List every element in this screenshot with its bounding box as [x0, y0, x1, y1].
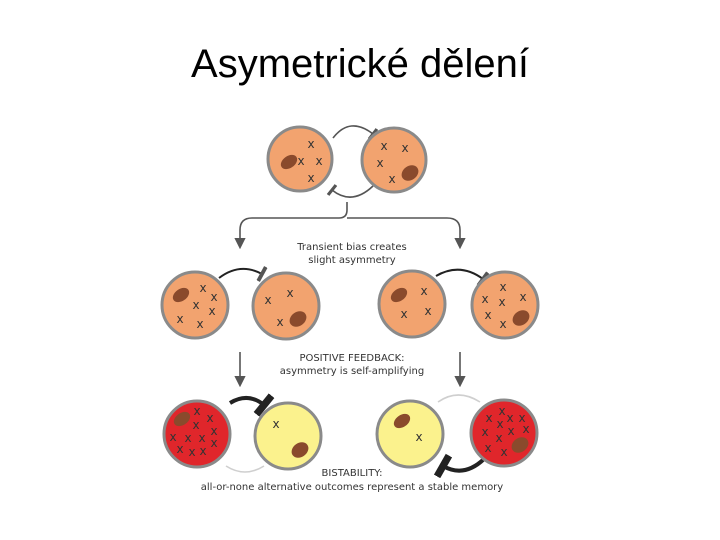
nucleus — [390, 287, 408, 303]
marker-x: x — [307, 171, 314, 185]
caption-self-amplifying: asymmetry is self-amplifying — [280, 366, 424, 377]
marker-x: x — [264, 293, 271, 307]
marker-x: x — [498, 404, 505, 418]
marker-x: x — [210, 424, 217, 438]
nucleus — [291, 442, 309, 458]
marker-x: x — [519, 290, 526, 304]
inhibition-arc-top — [332, 125, 379, 140]
cell-body — [375, 399, 445, 469]
marker-x: x — [481, 425, 488, 439]
marker-x: x — [169, 430, 176, 444]
marker-x: x — [481, 292, 488, 306]
marker-x: x — [500, 445, 507, 459]
strong-inhibition-arc-left — [228, 393, 275, 417]
marker-x: x — [499, 280, 506, 294]
inhibition-arc-bottom — [326, 184, 374, 198]
marker-x: x — [518, 411, 525, 425]
marker-x: x — [297, 154, 304, 168]
marker-x: x — [380, 139, 387, 153]
faded-arc-left — [225, 465, 265, 473]
nucleus — [512, 310, 530, 326]
marker-x: x — [484, 441, 491, 455]
marker-x: x — [376, 156, 383, 170]
marker-x: x — [192, 298, 199, 312]
cell-row3-2-yellow: x — [253, 401, 323, 471]
caption-positive-feedback: POSITIVE FEEDBACK: — [299, 353, 404, 364]
marker-x: x — [286, 286, 293, 300]
cell-body — [160, 270, 230, 340]
nucleus — [401, 165, 419, 181]
marker-x: x — [206, 411, 213, 425]
strong-inhibition-arc-right — [433, 453, 486, 479]
slide-title: Asymetrické dělení — [191, 42, 529, 86]
marker-x: x — [420, 284, 427, 298]
marker-x: x — [485, 411, 492, 425]
nucleus — [172, 287, 190, 303]
marker-x: x — [507, 424, 514, 438]
inhibition-arc-row2-left — [218, 266, 268, 282]
marker-x: x — [401, 141, 408, 155]
marker-x: x — [499, 317, 506, 331]
marker-x: x — [208, 304, 215, 318]
marker-x: x — [388, 172, 395, 186]
marker-x: x — [272, 417, 279, 431]
cell-row3-3-yellow: x — [375, 399, 445, 469]
marker-x: x — [307, 137, 314, 151]
cell-row2-3: x x x — [377, 269, 447, 339]
marker-x: x — [210, 290, 217, 304]
marker-x: x — [184, 431, 191, 445]
marker-x: x — [498, 295, 505, 309]
caption-bistability: BISTABILITY: — [322, 468, 383, 479]
nucleus — [280, 154, 298, 170]
marker-x: x — [199, 444, 206, 458]
cell-row1-left: x x x x — [266, 125, 334, 193]
nucleus — [289, 311, 307, 327]
cell-row2-1: x x x x x x — [160, 270, 230, 340]
marker-x: x — [193, 404, 200, 418]
caption-stable-memory: all-or-none alternative outcomes represe… — [201, 482, 504, 493]
marker-x: x — [199, 281, 206, 295]
cell-row3-4-red: x x x x x x x x x x x — [469, 398, 539, 468]
marker-x: x — [188, 445, 195, 459]
caption-transient-bias: Transient bias creates — [296, 242, 406, 253]
cell-body — [253, 401, 323, 471]
marker-x: x — [496, 417, 503, 431]
cell-row2-4: x x x x x x — [470, 270, 540, 340]
caption-slight-asymmetry: slight asymmetry — [308, 255, 395, 266]
cell-body — [251, 271, 321, 341]
marker-x: x — [176, 312, 183, 326]
marker-x: x — [484, 308, 491, 322]
marker-x: x — [506, 411, 513, 425]
cell-body — [377, 269, 447, 339]
marker-x: x — [400, 307, 407, 321]
marker-x: x — [276, 315, 283, 329]
cell-row2-2: x x x — [251, 271, 321, 341]
marker-x: x — [176, 442, 183, 456]
cell-body — [266, 125, 334, 193]
marker-x: x — [522, 422, 529, 436]
marker-x: x — [192, 418, 199, 432]
marker-x: x — [315, 154, 322, 168]
cell-row1-right: x x x x — [360, 126, 428, 194]
inhibition-arc-row2-right — [435, 268, 490, 287]
marker-x: x — [424, 304, 431, 318]
marker-x: x — [210, 436, 217, 450]
marker-x: x — [415, 430, 422, 444]
nucleus — [511, 437, 529, 453]
nucleus — [173, 411, 191, 427]
marker-x: x — [196, 317, 203, 331]
branch-connector-1 — [239, 202, 461, 242]
marker-x: x — [495, 431, 502, 445]
nucleus — [393, 413, 411, 429]
marker-x: x — [198, 431, 205, 445]
cell-row3-1-red: x x x x x x x x x x x — [162, 399, 232, 469]
faded-arc-right — [437, 394, 481, 403]
